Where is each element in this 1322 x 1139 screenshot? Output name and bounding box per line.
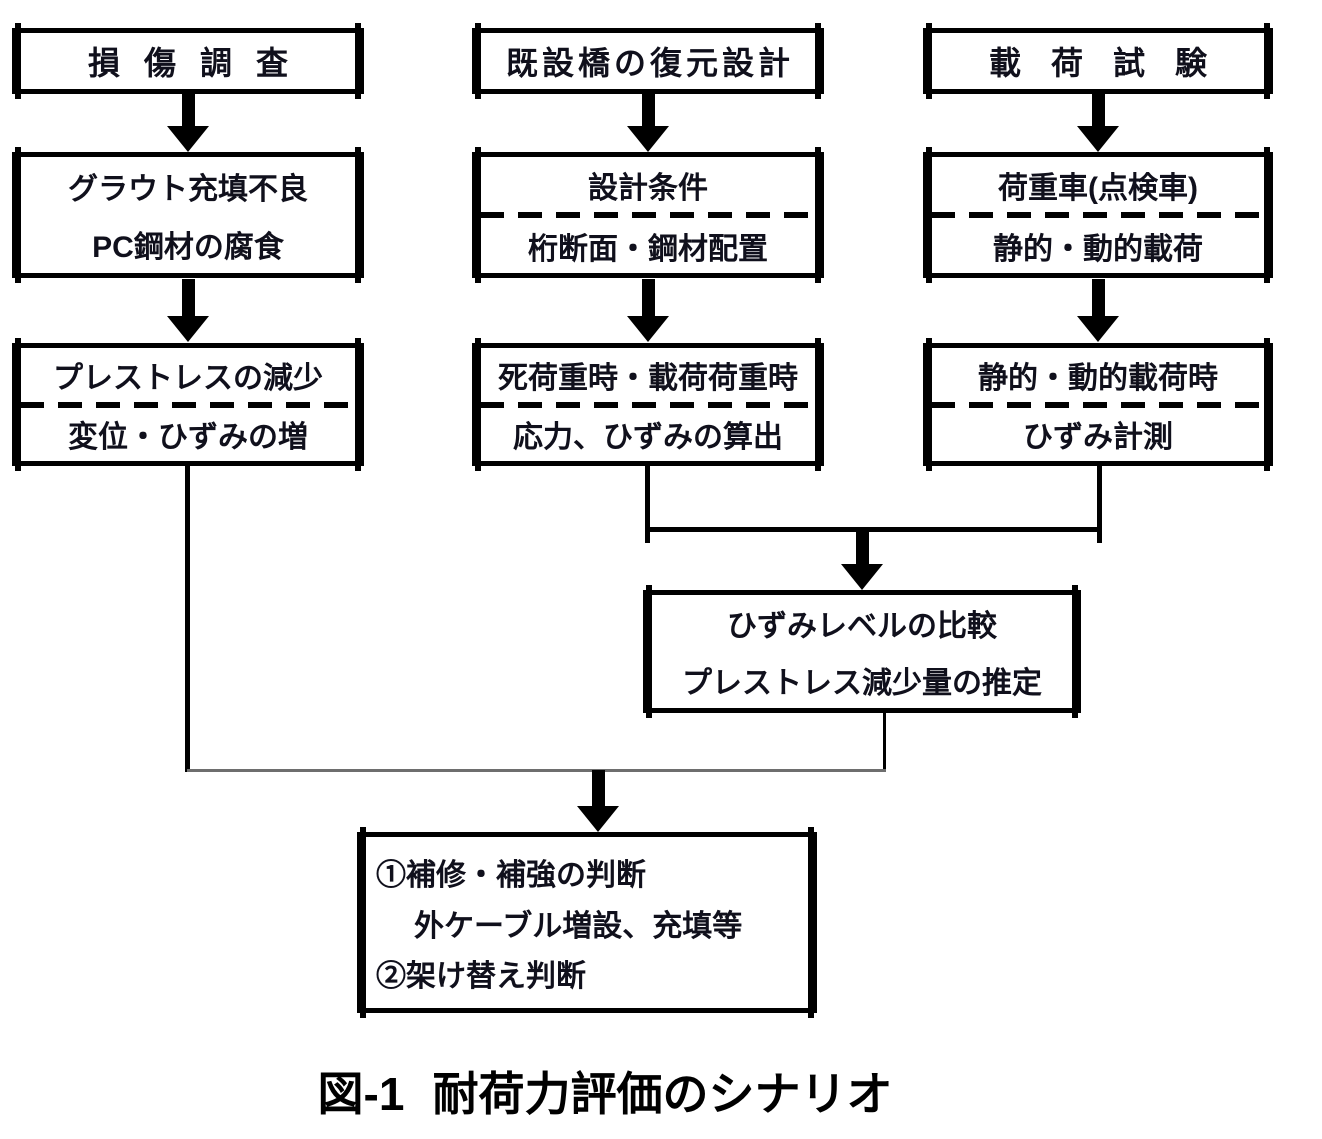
connector-line: [1097, 466, 1102, 531]
arrow-head: [1077, 316, 1119, 342]
prestress-loss-line: プレストレスの減少: [53, 361, 323, 395]
arrow-stem: [591, 770, 605, 806]
static-dynamic-loading-line: 静的・動的載荷: [993, 232, 1203, 266]
pc-steel-corrosion-line: PC鋼材の腐食: [92, 231, 284, 264]
decision-box: ①補修・補強の判断 外ケーブル増設、充填等 ②架け替え判断: [357, 827, 817, 1018]
grout-defect-line: グラウト充填不良: [68, 173, 308, 206]
arrow-head: [167, 316, 209, 342]
connector-line: [645, 466, 650, 531]
design-condition-line: 設計条件: [588, 171, 708, 205]
connector-line: [883, 713, 886, 772]
figure-caption: 図-1 耐荷力評価のシナリオ: [0, 1058, 1210, 1124]
replacement-decision-line: ②架け替え判断: [376, 960, 586, 994]
arrow-stem: [641, 279, 655, 316]
arrow-stem: [181, 93, 195, 126]
dead-load-box: 死荷重時・載荷荷重時 応力、ひずみの算出: [472, 338, 824, 471]
arrow-stem: [855, 529, 869, 564]
dead-load-line: 死荷重時・載荷荷重時: [498, 361, 798, 395]
arrow-down-icon: [627, 93, 669, 152]
girder-section-line: 桁断面・鋼材配置: [528, 232, 768, 266]
arrow-stem: [1091, 279, 1105, 316]
strain-increase-line: 変位・ひずみの増: [68, 421, 308, 455]
merge-line-tick: [645, 527, 650, 543]
dashed-divider: [931, 212, 1265, 218]
merge-line: [645, 527, 1102, 532]
arrow-down-icon: [167, 93, 209, 152]
arrow-head: [167, 126, 209, 152]
arrow-head: [1077, 126, 1119, 152]
damage-survey-header-box: 損傷調査: [12, 23, 364, 99]
grout-defect-box: グラウト充填不良 PC鋼材の腐食: [12, 147, 364, 283]
figure-caption-label: 図-1: [317, 1068, 405, 1120]
strain-comparison-box: ひずみレベルの比較 プレストレス減少量の推定: [643, 585, 1081, 718]
loading-time-box: 静的・動的載荷時 ひずみ計測: [923, 338, 1273, 471]
load-vehicle-line: 荷重車(点検車): [998, 171, 1198, 205]
dashed-divider: [20, 401, 356, 408]
design-condition-box: 設計条件 桁断面・鋼材配置: [472, 147, 824, 283]
merge-line: [187, 769, 886, 772]
restoration-design-header-box: 既設橋の復元設計: [472, 23, 824, 99]
restoration-design-header-label: 既設橋の復元設計: [505, 45, 794, 81]
prestress-loss-box: プレストレスの減少 変位・ひずみの増: [12, 338, 364, 471]
loading-time-line: 静的・動的載荷時: [978, 361, 1218, 395]
arrow-head: [627, 126, 669, 152]
dashed-divider: [480, 212, 816, 218]
stress-strain-calc-line: 応力、ひずみの算出: [513, 421, 783, 455]
figure-caption-title: 耐荷力評価のシナリオ: [432, 1068, 893, 1120]
external-cable-detail-line: 外ケーブル増設、充填等: [414, 909, 743, 943]
loading-test-header-box: 載荷試験: [923, 23, 1273, 99]
arrow-stem: [181, 279, 195, 316]
loading-test-header-label: 載荷試験: [988, 45, 1237, 81]
dashed-divider: [480, 401, 816, 408]
repair-reinforce-decision-line: ①補修・補強の判断: [376, 858, 646, 892]
arrow-head: [577, 806, 619, 832]
prestress-loss-estimation-line: プレストレス減少量の推定: [682, 666, 1042, 700]
merge-line-tick: [1097, 527, 1102, 543]
damage-survey-header-label: 損傷調査: [87, 45, 312, 81]
arrow-head: [841, 564, 883, 590]
arrow-head: [627, 316, 669, 342]
strain-measurement-line: ひずみ計測: [1023, 421, 1173, 455]
arrow-down-icon: [577, 770, 619, 832]
arrow-down-icon: [841, 529, 883, 590]
arrow-stem: [1091, 93, 1105, 126]
strain-level-comparison-line: ひずみレベルの比較: [727, 610, 997, 644]
arrow-down-icon: [1077, 279, 1119, 342]
arrow-stem: [641, 93, 655, 126]
arrow-down-icon: [1077, 93, 1119, 152]
connector-line: [185, 466, 190, 772]
arrow-down-icon: [627, 279, 669, 342]
arrow-down-icon: [167, 279, 209, 342]
dashed-divider: [931, 401, 1265, 408]
load-vehicle-box: 荷重車(点検車) 静的・動的載荷: [923, 147, 1273, 283]
